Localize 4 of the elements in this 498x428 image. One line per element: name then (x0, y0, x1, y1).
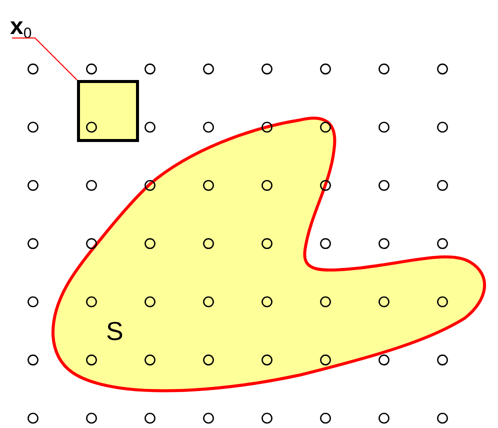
square (77, 80, 139, 142)
region-label: S (106, 316, 124, 347)
point-label: x$_{0}$ (10, 14, 32, 40)
leader-line (12, 38, 78, 80)
